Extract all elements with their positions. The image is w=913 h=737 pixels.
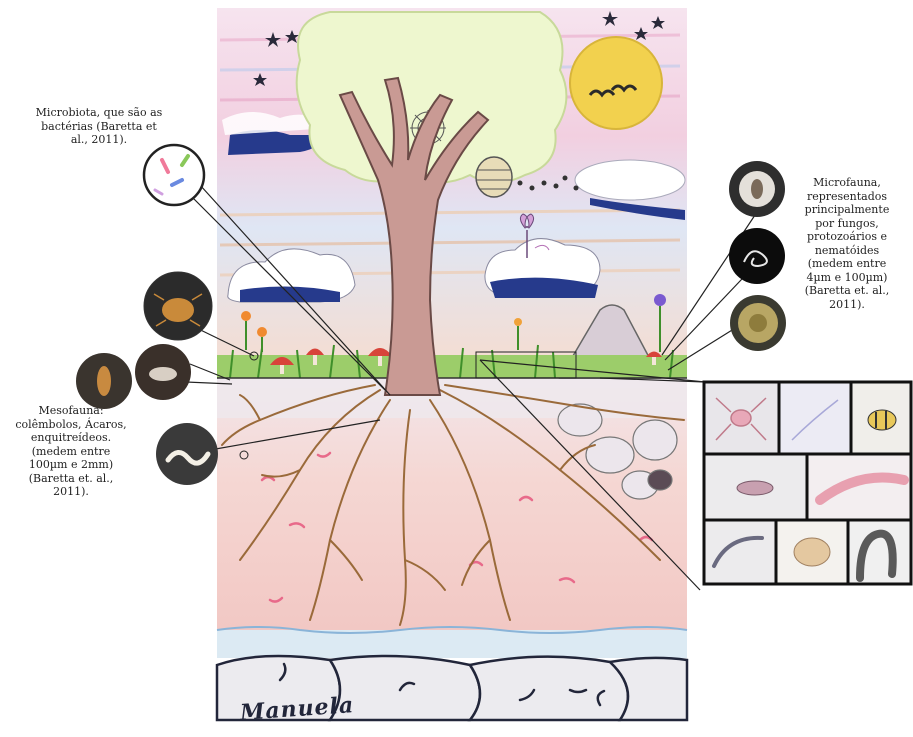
bacteria-lens-icon xyxy=(144,145,204,205)
grass-strip xyxy=(217,355,687,378)
fungi-photo-icon xyxy=(730,295,786,351)
springtail-photo-icon xyxy=(135,344,191,400)
centipede-photo xyxy=(704,520,776,584)
beehive-icon xyxy=(476,157,512,197)
protozoa-photo-icon xyxy=(729,161,785,217)
earthworm-photo xyxy=(807,454,911,520)
nematode-photo-icon xyxy=(729,228,785,284)
microbiota-label: Microbiota, que são as bactérias (Barett… xyxy=(24,106,174,147)
water-layer xyxy=(217,630,687,658)
enchytraeid-photo-icon xyxy=(156,423,218,485)
mesofauna-label: Mesofauna: colêmbolos, Ácaros, enquitreí… xyxy=(6,404,136,499)
sun-icon xyxy=(570,37,662,129)
springtail-photo-icon xyxy=(76,353,132,409)
mite-photo-icon xyxy=(144,272,212,340)
tree-canopy xyxy=(297,12,567,183)
macrofauna-grid xyxy=(704,382,911,584)
microfauna-label: Microfauna, representados principalmente… xyxy=(782,176,912,311)
